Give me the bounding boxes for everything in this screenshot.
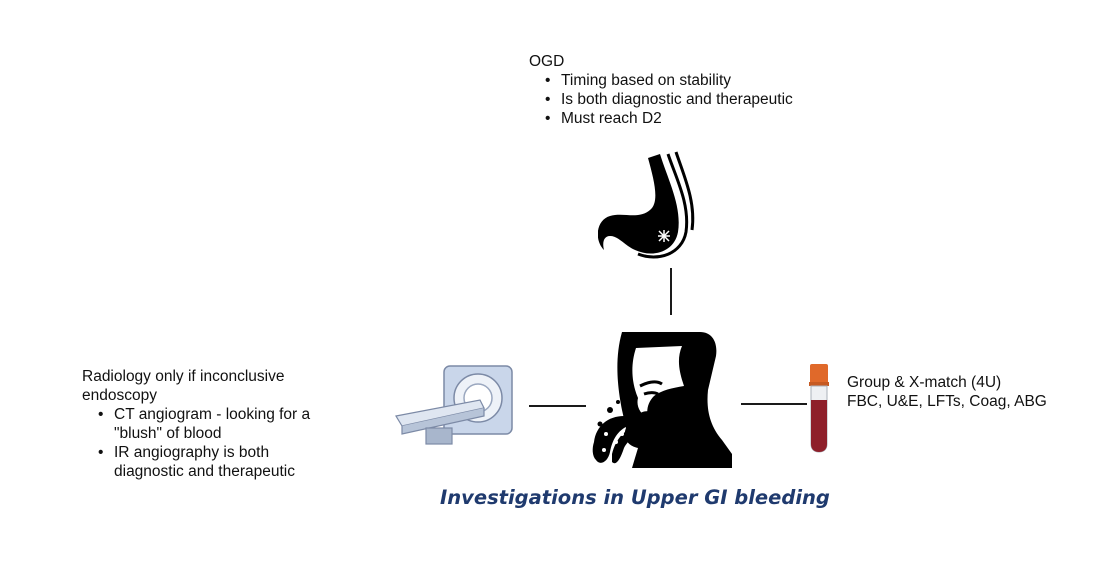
blood-tube-icon [809,364,829,453]
connector-line-left [529,405,586,407]
list-item: Is both diagnostic and therapeutic [539,90,793,109]
bloods-text-block: Group & X-match (4U) FBC, U&E, LFTs, Coa… [847,373,1047,411]
list-item-line2: "blush" of blood [114,425,222,442]
ogd-title: OGD [529,53,565,70]
list-item: Must reach D2 [539,109,793,128]
bloods-line1: Group & X-match (4U) [847,374,1002,391]
list-item-line1: CT angiogram - looking for a [114,406,311,423]
list-item: Timing based on stability [539,71,793,90]
ogd-text-block: OGD Timing based on stability Is both di… [529,52,793,128]
radiology-title-line1: Radiology only if inconclusive [82,368,285,385]
vomiting-person-icon [592,332,732,468]
list-item: IR angiography is both diagnostic and th… [92,443,310,481]
diagram-caption: Investigations in Upper GI bleeding [440,486,830,509]
ogd-list: Timing based on stability Is both diagno… [539,71,793,128]
connector-line-right [741,403,807,405]
ct-scanner-icon [395,365,513,445]
list-item-line2: diagnostic and therapeutic [114,463,295,480]
radiology-text-block: Radiology only if inconclusive endoscopy… [82,367,310,481]
stomach-icon [598,151,695,259]
radiology-title-line2: endoscopy [82,387,157,404]
list-item-line1: IR angiography is both [114,444,270,461]
radiology-list: CT angiogram - looking for a "blush" of … [92,405,310,481]
list-item: CT angiogram - looking for a "blush" of … [92,405,310,443]
bloods-line2: FBC, U&E, LFTs, Coag, ABG [847,393,1047,410]
connector-line-top [670,268,672,315]
